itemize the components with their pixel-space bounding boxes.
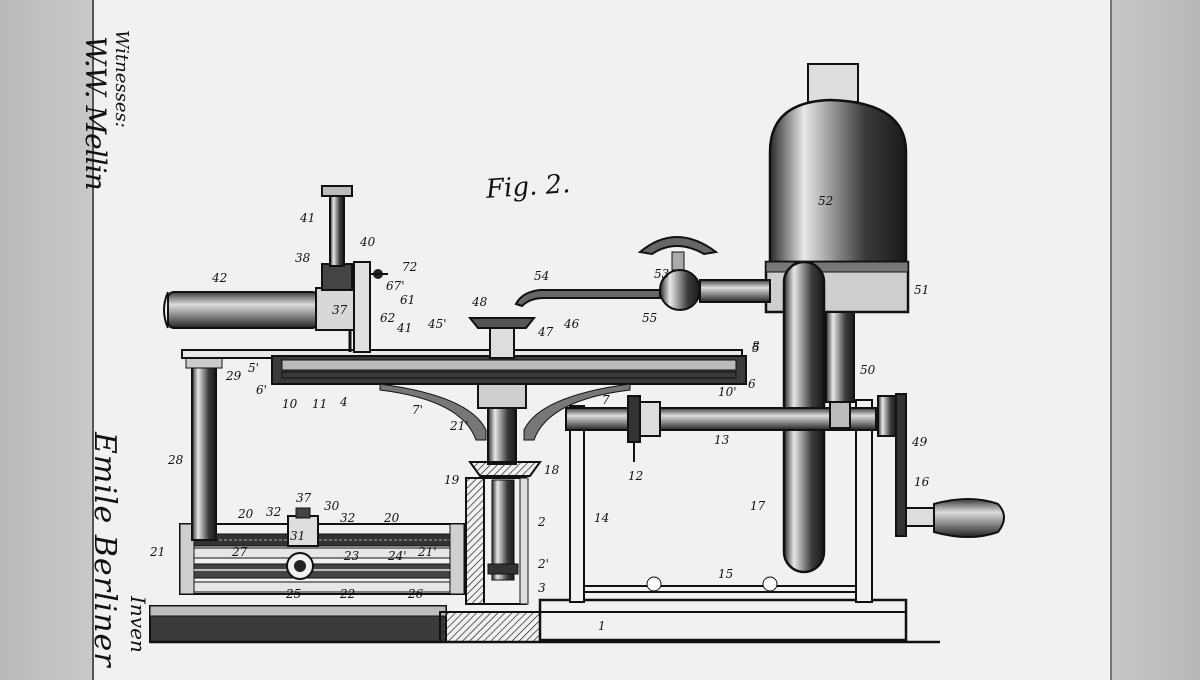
numeral: 37 [332, 303, 348, 317]
numeral: 1 [598, 619, 606, 633]
numeral: 12 [628, 469, 643, 483]
numeral: 41 [299, 211, 315, 225]
numeral: 20 [237, 507, 254, 521]
numeral: 3 [538, 581, 546, 595]
numeral: 25 [285, 587, 301, 601]
numeral: 7' [412, 403, 423, 417]
base [149, 598, 940, 644]
numeral: 55 [642, 311, 657, 325]
numeral: 61 [400, 293, 415, 307]
numeral: 72 [402, 260, 417, 274]
numeral: 45' [427, 317, 447, 331]
numeral: 7 [602, 393, 610, 407]
valve [514, 236, 771, 311]
right-margin [1112, 0, 1200, 680]
numeral: 16 [914, 475, 930, 489]
crank-frame [565, 393, 1005, 603]
figure-title: Fig. 2. [485, 169, 572, 205]
numeral: 18 [544, 463, 560, 477]
numeral: 15 [718, 567, 733, 581]
numeral: 37 [296, 491, 312, 505]
numeral: 21 [149, 545, 165, 559]
witness-signature: W.W. Mellin [79, 36, 112, 190]
left-margin [0, 0, 92, 680]
numeral: 21' [449, 419, 469, 433]
numeral: 22 [339, 587, 355, 601]
numeral: 23 [343, 549, 360, 563]
numeral: 40 [359, 235, 376, 249]
numeral: 42 [211, 271, 227, 285]
numeral: 21' [417, 545, 437, 559]
numeral: 11 [312, 397, 327, 411]
numeral: 47 [537, 325, 554, 339]
recording-head [163, 185, 388, 353]
numeral: 51 [914, 283, 929, 297]
post-28 [185, 357, 223, 541]
numeral: 6' [256, 383, 267, 397]
numeral: 19 [444, 473, 460, 487]
numeral: 10 [282, 397, 298, 411]
numeral: 52 [818, 194, 833, 208]
numeral: 32 [266, 505, 281, 519]
numeral: 32 [340, 511, 355, 525]
numeral: 8 [752, 339, 760, 353]
numeral: 2 [537, 515, 546, 529]
numeral: 31 [290, 529, 305, 543]
numeral: 17 [750, 499, 766, 513]
numeral: 53 [654, 267, 670, 281]
reference-numerals: 41 40 38 72 67' 61 42 37 62 41 45' 48 47… [149, 194, 930, 633]
numeral: 14 [594, 511, 609, 525]
inventor-label: Inven [126, 596, 150, 653]
numeral: 26 [407, 587, 424, 601]
numeral: 4 [339, 395, 348, 409]
numeral: 30 [324, 499, 340, 513]
numeral: 10' [718, 385, 737, 399]
witness-label: Witnesses: [111, 30, 132, 128]
numeral: 48 [471, 295, 488, 309]
numeral: 27 [231, 545, 248, 559]
numeral: 41 [396, 321, 412, 335]
numeral: 46 [563, 317, 580, 331]
spindle [465, 317, 542, 605]
numeral: 5' [248, 361, 259, 375]
numeral: 50 [860, 363, 876, 377]
numeral: 54 [534, 269, 549, 283]
numeral: 62 [380, 311, 395, 325]
numeral: 24' [387, 549, 407, 563]
numeral: 6 [748, 377, 756, 391]
inventor-name: Emile Berliner [87, 432, 122, 668]
numeral: 5 [752, 341, 760, 355]
numeral: 28 [167, 453, 184, 467]
numeral: 29 [225, 369, 242, 383]
numeral: 38 [295, 251, 311, 265]
numeral: 13 [714, 433, 730, 447]
numeral: 49 [911, 435, 928, 449]
numeral: 67' [386, 279, 405, 293]
numeral: 20 [383, 511, 400, 525]
numeral: 2' [537, 557, 549, 571]
turntable [181, 349, 747, 441]
